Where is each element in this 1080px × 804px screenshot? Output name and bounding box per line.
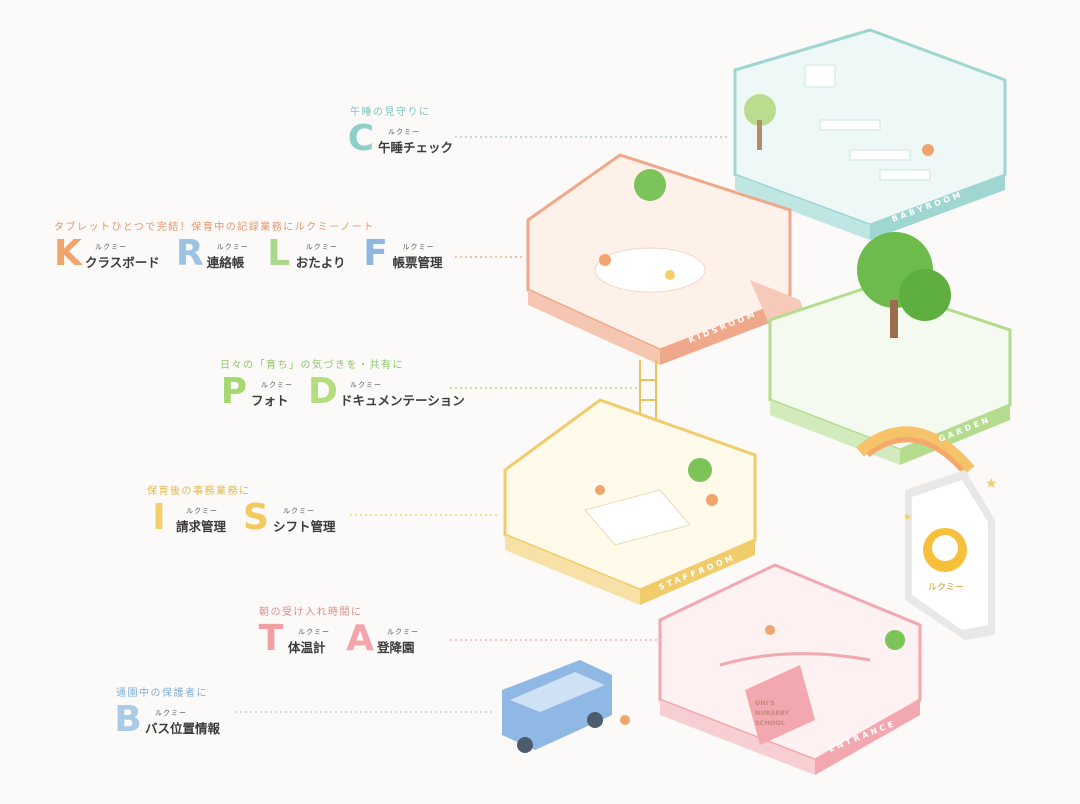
school-sign-line3: SCHOOL — [755, 719, 785, 727]
service-letter-icon: B — [114, 699, 142, 740]
service-item-billing[interactable]: I ルクミー 請求管理 — [143, 497, 227, 538]
service-name: フォト — [251, 393, 289, 408]
service-name: 帳票管理 — [392, 255, 443, 270]
service-letter-icon: A — [346, 618, 374, 659]
school-sign-line1: UNI'S — [755, 699, 775, 707]
bus — [502, 660, 630, 753]
service-letter-icon: S — [243, 497, 269, 538]
brand-label: ルクミー — [402, 243, 435, 251]
group-bus: 通園中の保護者に B ルクミー バス位置情報 — [112, 684, 221, 740]
brand-label: ルクミー — [350, 381, 382, 389]
entrance: UNI'S NURSERY SCHOOL ENTRANCE — [658, 563, 922, 775]
service-name: クラスボード — [85, 255, 160, 270]
brand-label: ルクミー — [261, 381, 293, 389]
service-letter-icon: K — [54, 233, 82, 274]
brand-label: ルクミー — [216, 243, 249, 251]
service-letter-icon: I — [152, 497, 166, 538]
garden: GARDEN — [768, 232, 1012, 474]
service-letter-icon: T — [258, 618, 284, 659]
brand-label: ルクミー — [298, 628, 330, 636]
service-name: おたより — [295, 255, 346, 270]
brand-label: ルクミー — [95, 243, 127, 251]
tablet-logo: ルクミー — [928, 582, 964, 593]
group-caption: 保育後の事務業務に — [147, 486, 251, 497]
group-nap-check: 午睡の見守りに C ルクミー 午睡チェック — [345, 103, 454, 159]
service-item-class-board[interactable]: K ルクミー クラスボード — [52, 233, 160, 274]
service-name: 体温計 — [288, 640, 326, 655]
service-letter-icon: D — [308, 371, 338, 412]
service-name: 午睡チェック — [378, 140, 454, 155]
brand-label: ルクミー — [388, 128, 420, 136]
svg-text:★: ★ — [903, 512, 912, 523]
tablet: ルクミー ★ ★ — [903, 470, 998, 640]
service-item-thermometer[interactable]: T ルクミー 体温計 — [255, 618, 330, 659]
service-letter-icon: L — [267, 233, 291, 274]
service-item-photo[interactable]: P ルクミー フォト — [218, 371, 293, 412]
brand-label: ルクミー — [283, 507, 316, 515]
service-name: シフト管理 — [273, 519, 336, 534]
brand-label: ルクミー — [387, 628, 419, 636]
group-growth: 日々の「育ち」の気づきを・共有に P ルクミー フォト D ルクミー ドキュメン… — [218, 356, 465, 412]
group-caption: 午睡の見守りに — [350, 107, 431, 118]
service-name: ドキュメンテーション — [340, 393, 465, 408]
service-item-nap-check[interactable]: C ルクミー 午睡チェック — [345, 118, 454, 159]
service-letter-icon: F — [363, 233, 388, 274]
group-caption: 通園中の保護者に — [116, 688, 208, 699]
service-item-bus-location[interactable]: B ルクミー バス位置情報 — [112, 699, 221, 740]
service-name: 請求管理 — [176, 519, 227, 534]
group-morning: 朝の受け入れ時間に T ルクミー 体温計 A ルクミー 登降園 — [255, 603, 419, 659]
service-letter-icon: R — [175, 233, 204, 274]
service-item-attendance[interactable]: A ルクミー 登降園 — [344, 618, 419, 659]
babyroom: BABYROOM — [733, 28, 1007, 240]
group-caption: 朝の受け入れ時間に — [259, 607, 363, 618]
service-name: 連絡帳 — [206, 255, 245, 270]
service-item-renraku[interactable]: R ルクミー 連絡帳 — [174, 233, 249, 274]
staffroom: STAFFROOM — [503, 398, 757, 605]
service-name: 登降園 — [377, 640, 415, 655]
group-note: タブレットひとつで完結！保育中の記録業務にルクミーノート K ルクミー クラスボ… — [52, 218, 443, 274]
group-office: 保育後の事務業務に I ルクミー 請求管理 S ルクミー シフト管理 — [143, 482, 336, 538]
group-caption: 日々の「育ち」の気づきを・共有に — [220, 360, 404, 371]
brand-label: ルクミー — [155, 709, 187, 717]
brand-label: ルクミー — [186, 507, 218, 515]
service-name: バス位置情報 — [145, 721, 221, 736]
kidsroom: KIDSROOM — [526, 153, 830, 395]
school-sign-line2: NURSERY — [755, 709, 789, 717]
group-caption: タブレットひとつで完結！保育中の記録業務にルクミーノート — [54, 222, 375, 233]
service-letter-icon: C — [347, 118, 375, 159]
service-item-forms[interactable]: F ルクミー 帳票管理 — [360, 233, 443, 274]
brand-label: ルクミー — [305, 243, 338, 251]
service-letter-icon: P — [220, 371, 248, 412]
svg-text:★: ★ — [985, 476, 998, 492]
service-item-shift[interactable]: S ルクミー シフト管理 — [240, 497, 336, 538]
service-item-otayori[interactable]: L ルクミー おたより — [263, 233, 346, 274]
service-item-documentation[interactable]: D ルクミー ドキュメンテーション — [307, 371, 465, 412]
